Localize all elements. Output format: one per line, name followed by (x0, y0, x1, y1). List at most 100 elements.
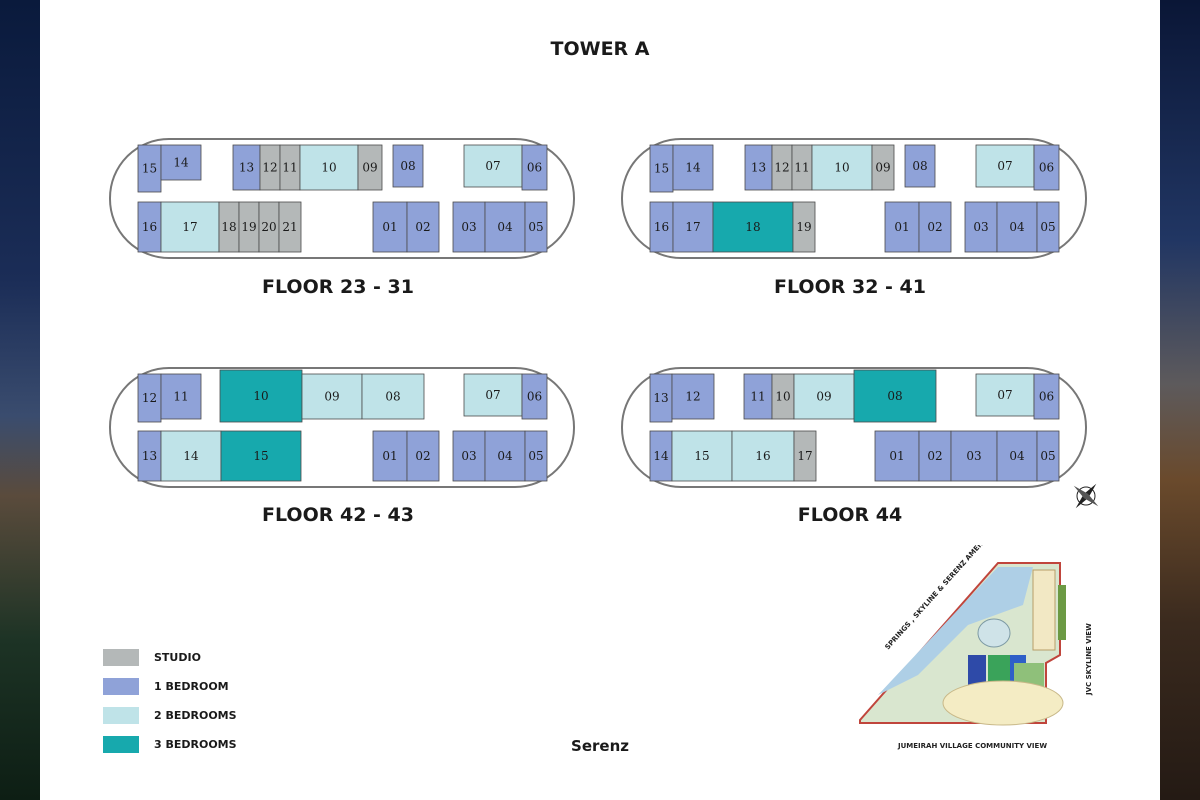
unit-number: 17 (685, 220, 700, 234)
unit-number: 05 (1040, 220, 1055, 234)
unit-number: 04 (1009, 220, 1025, 234)
unit-shape (521, 373, 548, 420)
unit-number: 14 (685, 161, 701, 175)
unit-07: 07 (463, 144, 523, 188)
floor-label-23-31: FLOOR 23 - 31 (262, 276, 414, 298)
unit-08: 08 (361, 373, 425, 420)
unit-shape (874, 430, 920, 482)
unit-number: 01 (382, 220, 397, 234)
north-arrow-compass-icon (1068, 478, 1104, 514)
unit-number: 14 (653, 449, 669, 463)
background-photo-right (1160, 0, 1200, 800)
unit-shape (521, 144, 548, 191)
unit-number: 20 (261, 220, 276, 234)
unit-11: 11 (791, 144, 813, 191)
background-photo-left (0, 0, 40, 800)
legend-label-studio: STUDIO (154, 651, 201, 664)
unit-01: 01 (372, 201, 408, 253)
unit-number: 09 (816, 390, 831, 404)
unit-16: 16 (137, 201, 162, 253)
unit-17: 17 (793, 430, 817, 482)
unit-05: 05 (1036, 430, 1060, 482)
unit-shape (484, 201, 526, 253)
unit-shape (904, 144, 936, 188)
unit-number: 07 (997, 388, 1012, 402)
unit-05: 05 (524, 201, 548, 253)
unit-number: 10 (834, 161, 849, 175)
unit-number: 15 (253, 449, 268, 463)
unit-07: 07 (975, 144, 1035, 188)
unit-10: 10 (771, 373, 795, 420)
unit-number: 09 (324, 390, 339, 404)
unit-shape (731, 430, 795, 482)
unit-17: 17 (672, 201, 714, 253)
unit-09: 09 (357, 144, 383, 191)
unit-number: 13 (239, 161, 254, 175)
unit-number: 17 (182, 220, 197, 234)
site-plan-map: SPRINGS , SKYLINE & SERENZ AMENITY VIEW … (848, 513, 1128, 770)
unit-number: 04 (497, 449, 513, 463)
site-plan-view-right: JVC SKYLINE VIEW (1085, 623, 1093, 696)
unit-12: 12 (137, 373, 162, 423)
unit-number: 08 (385, 390, 400, 404)
unit-04: 04 (484, 430, 526, 482)
unit-number: 12 (142, 391, 157, 405)
unit-number: 02 (927, 449, 942, 463)
unit-shape (671, 430, 733, 482)
unit-07: 07 (975, 373, 1035, 417)
unit-04: 04 (484, 201, 526, 253)
unit-07: 07 (463, 373, 523, 417)
unit-10: 10 (219, 369, 303, 423)
unit-shape (950, 430, 998, 482)
unit-09: 09 (793, 373, 855, 420)
unit-number: 03 (966, 449, 981, 463)
unit-13: 13 (232, 144, 261, 191)
unit-number: 14 (173, 156, 189, 170)
unit-number: 13 (142, 449, 157, 463)
unit-shape (884, 201, 920, 253)
unit-shape (792, 201, 816, 253)
unit-number: 13 (751, 161, 766, 175)
unit-shape (975, 144, 1035, 188)
unit-number: 04 (1009, 449, 1025, 463)
unit-shape (918, 201, 952, 253)
unit-12: 12 (771, 144, 793, 191)
unit-shape (743, 373, 773, 420)
unit-06: 06 (521, 144, 548, 191)
unit-10: 10 (811, 144, 873, 191)
unit-20: 20 (258, 201, 280, 253)
unit-number: 06 (527, 161, 542, 175)
unit-11: 11 (160, 373, 202, 420)
legend-item-1-bedroom: 1 BEDROOM (103, 672, 237, 701)
unit-shape (1033, 373, 1060, 420)
unit-11: 11 (743, 373, 773, 420)
unit-02: 02 (406, 201, 440, 253)
unit-19: 19 (792, 201, 816, 253)
unit-06: 06 (1033, 373, 1060, 420)
unit-shape (1033, 144, 1060, 191)
legend-item-2-bedrooms: 2 BEDROOMS (103, 701, 237, 730)
unit-number: 10 (321, 161, 336, 175)
tower-title: TOWER A (550, 38, 650, 60)
unit-15: 15 (137, 144, 162, 193)
unit-shape (160, 144, 202, 181)
unit-shape (1036, 201, 1060, 253)
unit-15: 15 (671, 430, 733, 482)
unit-shape (220, 430, 302, 482)
legend-item-3-bedrooms: 3 BEDROOMS (103, 730, 237, 759)
unit-09: 09 (301, 373, 363, 420)
unit-number: 17 (797, 449, 812, 463)
unit-number: 04 (497, 220, 513, 234)
unit-number: 12 (262, 161, 277, 175)
unit-shape (871, 144, 895, 191)
legend-label-2-bedrooms: 2 BEDROOMS (154, 709, 237, 722)
unit-09: 09 (871, 144, 895, 191)
unit-number: 05 (528, 220, 543, 234)
unit-13: 13 (649, 373, 673, 423)
unit-number: 10 (253, 389, 268, 403)
unit-shape (372, 430, 408, 482)
unit-05: 05 (1036, 201, 1060, 253)
